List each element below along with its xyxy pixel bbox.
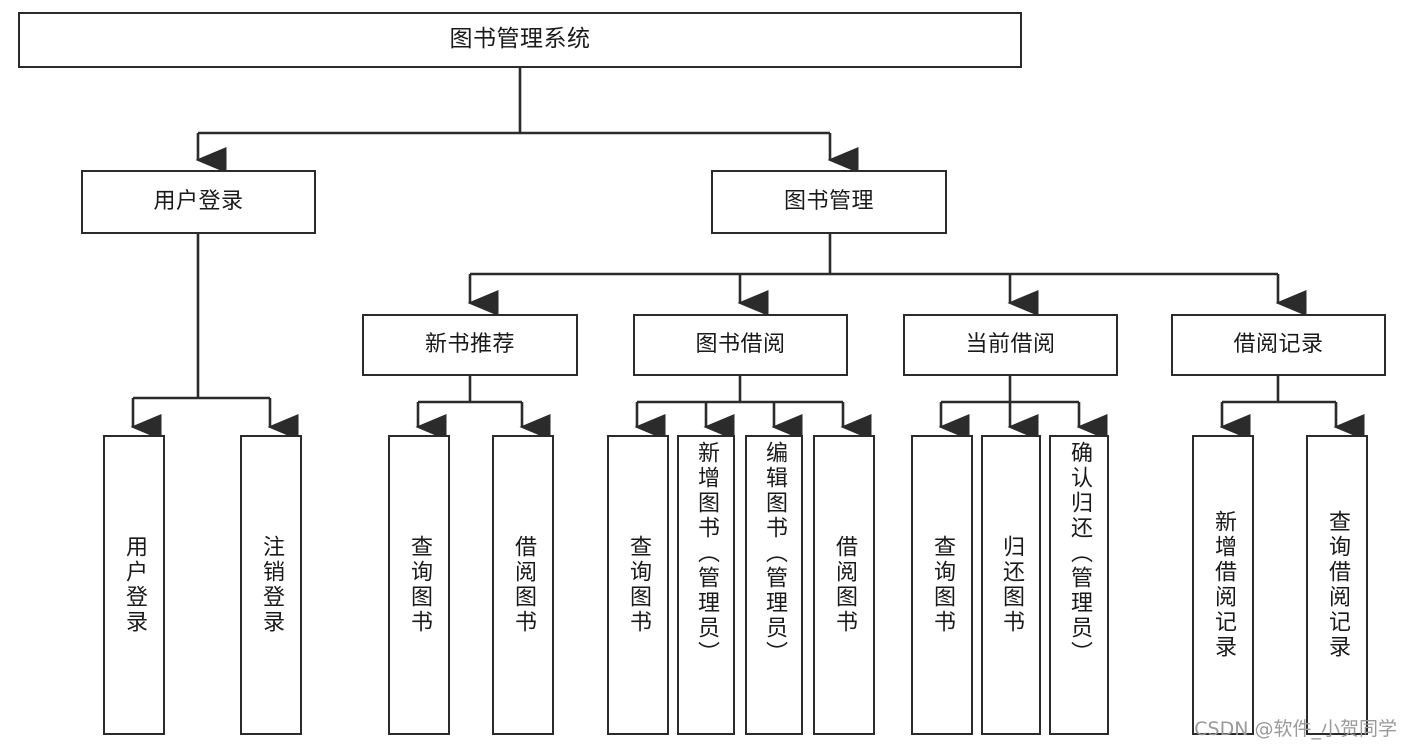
node-current-borrow[interactable]: 当前借阅 — [903, 314, 1118, 376]
leaf-borrow-book-recommend[interactable]: 借阅图书 — [492, 435, 554, 735]
node-label: 确认归还（管理员） — [1067, 441, 1092, 666]
node-label: 查询图书 — [626, 535, 651, 635]
leaf-confirm-return-admin[interactable]: 确认归还（管理员） — [1049, 435, 1109, 735]
node-label: 新书推荐 — [424, 331, 515, 357]
node-label: 借阅图书 — [832, 535, 857, 635]
node-label: 查询借阅记录 — [1325, 510, 1350, 660]
node-label: 归还图书 — [999, 535, 1024, 635]
node-label: 用户登录 — [122, 535, 147, 635]
node-user-login[interactable]: 用户登录 — [81, 170, 316, 234]
node-label: 新增图书（管理员） — [694, 441, 719, 666]
node-new-book-recommend[interactable]: 新书推荐 — [362, 314, 578, 376]
node-label: 查询图书 — [930, 535, 955, 635]
leaf-return-book[interactable]: 归还图书 — [981, 435, 1041, 735]
node-label: 注销登录 — [259, 535, 284, 635]
node-book-management[interactable]: 图书管理 — [711, 170, 947, 234]
leaf-query-book-borrow[interactable]: 查询图书 — [607, 435, 669, 735]
node-label: 图书管理 — [783, 188, 874, 214]
leaf-query-book-current[interactable]: 查询图书 — [911, 435, 973, 735]
leaf-user-login[interactable]: 用户登录 — [103, 435, 165, 735]
node-label: 用户登录 — [153, 188, 244, 214]
leaf-edit-book-admin[interactable]: 编辑图书（管理员） — [745, 435, 803, 735]
node-book-borrow[interactable]: 图书借阅 — [633, 314, 848, 376]
watermark-text: CSDN @软件_小贺同学 — [1194, 718, 1397, 740]
node-label: 借阅图书 — [511, 535, 536, 635]
leaf-add-borrow-record[interactable]: 新增借阅记录 — [1192, 435, 1254, 735]
leaf-query-borrow-record[interactable]: 查询借阅记录 — [1306, 435, 1368, 735]
node-label: 图书管理系统 — [449, 26, 591, 53]
leaf-add-book-admin[interactable]: 新增图书（管理员） — [677, 435, 735, 735]
node-label: 当前借阅 — [965, 331, 1056, 357]
node-label: 编辑图书（管理员） — [762, 441, 787, 666]
node-borrow-record[interactable]: 借阅记录 — [1171, 314, 1386, 376]
node-label: 查询图书 — [407, 535, 432, 635]
leaf-user-logout[interactable]: 注销登录 — [240, 435, 302, 735]
leaf-query-book-recommend[interactable]: 查询图书 — [388, 435, 450, 735]
node-label: 图书借阅 — [695, 331, 786, 357]
node-root-system[interactable]: 图书管理系统 — [18, 12, 1022, 68]
node-label: 借阅记录 — [1233, 331, 1324, 357]
node-label: 新增借阅记录 — [1211, 510, 1236, 660]
leaf-borrow-book[interactable]: 借阅图书 — [813, 435, 875, 735]
